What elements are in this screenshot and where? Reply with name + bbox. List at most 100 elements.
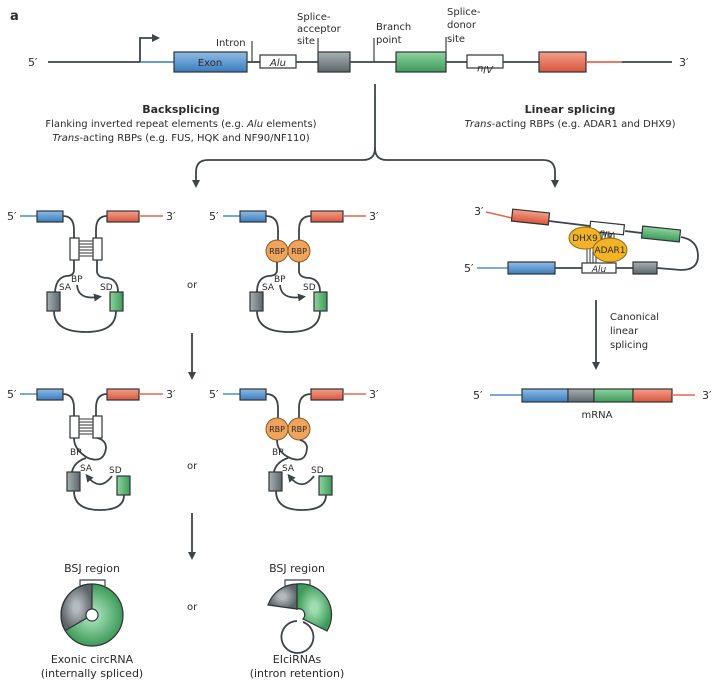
mrna-green-exon [593,388,634,403]
exon-grey [317,51,351,73]
hp4-5prime: 5′ [209,388,219,401]
hp2-green-exon [313,291,328,312]
backsplicing-line2: Trans-acting RBPs (e.g. FUS, HQK and NF9… [52,133,309,144]
hp4-red-exon [310,388,344,401]
exonic-circrna-label-1: Exonic circRNA [51,653,134,666]
linear-branch-arrow [374,147,559,188]
eicirna-green-segment [296,583,333,632]
hp3-green-exon [116,475,131,496]
hp4-grey-exon [268,471,283,492]
mrna-3prime: 3′ [702,389,712,402]
hp3-alu-right [92,415,103,439]
hp1-alu-right [92,237,103,261]
exonic-circrna-label-2: (internally spliced) [41,667,143,680]
hp4-sa-label: SA [282,464,295,474]
lin-alu-label: Alu [591,265,607,275]
hp1-splice-arrow [76,284,102,302]
hp1-alu-left [69,237,80,261]
hp1-3prime: 3′ [166,210,176,223]
panel-label: a [10,9,19,24]
branch-point-label-2: point [376,35,402,46]
eicirna-grey-segment [267,583,298,610]
hp2-red-exon [310,210,344,223]
lin-3prime: 3′ [474,205,484,218]
canonical-label-2: linear [610,326,639,337]
hp3-alu-left [69,415,80,439]
hp2-5prime: 5′ [209,210,219,223]
linear-splicing-line1: Trans-acting RBPs (e.g. ADAR1 and DHX9) [465,119,676,130]
exon-label: Exon [198,58,222,69]
hp3-3prime: 3′ [166,388,176,401]
splice-donor-label-2: donor [447,20,477,31]
bsj-region-label-1: BSJ region [64,562,120,575]
tss-arrow-icon [139,34,160,62]
adar1-label: ADAR1 [594,246,625,256]
adar1-protein [592,237,628,263]
lin-5prime: 5′ [464,262,474,275]
eicirna-label-1: EIciRNAs [273,653,322,666]
splice-acceptor-label-2: acceptor [297,24,342,35]
splice-acceptor-label-1: Splice- [297,12,331,23]
hp2-sa-label: SA [262,283,275,293]
lin-green-exon [640,225,682,243]
hp2-rbp-left-label: RBP [269,247,285,256]
hp3-red-exon [106,388,140,401]
alu-label: Alu [269,58,286,69]
lin-blue-exon [507,261,556,275]
hp1-sa-label: SA [59,283,72,293]
bsj-region-label-2: BSJ region [269,562,325,575]
hp2-blue-exon [239,210,267,223]
hp3-blue-exon [36,388,64,401]
hp1-blue-exon [36,210,64,223]
alu-hairpin-post: 5′ 3′ BP SA SD [7,388,176,511]
eicirna-intron-loop [280,620,315,654]
splice-donor-label-1: Splice- [447,7,481,18]
hp3-bp-label: BP [70,448,82,458]
gene-3prime-label: 3′ [679,56,689,69]
hp4-rbp-left-label: RBP [269,425,285,434]
bsj-bracket-1 [79,579,106,586]
lin-grey-exon [632,261,658,275]
hp2-bp-label: BP [274,275,286,285]
canonical-label-3: splicing [610,340,648,351]
mrna-label: mRNA [581,410,612,421]
linear-splicing-heading: Linear splicing Trans-acting RBPs (e.g. … [465,103,676,130]
hp1-grey-exon [46,291,61,312]
rbp-hairpin-post: 5′ 3′ RBP RBP BP SA SD [209,388,379,511]
rbp-hairpin-pre: 5′ 3′ RBP RBP BP SA SD [209,210,379,333]
canonical-label-1: Canonical [610,312,659,323]
alu-inverted-label: Alu [477,63,494,74]
intron-label: Intron [216,38,246,49]
backsplicing-heading: Backsplicing Flanking inverted repeat el… [45,103,316,144]
backsplicing-title: Backsplicing [142,103,220,116]
hp2-3prime: 3′ [369,210,379,223]
hp4-rbp-right-label: RBP [291,425,307,434]
lin-alu-inverted-label: Alu [599,227,616,239]
hp1-red-exon [106,210,140,223]
dhx9-protein [568,226,602,250]
exon-red [538,51,587,73]
or-label-1: or [187,280,198,291]
or-label-3: or [187,602,198,613]
eicirna-label-2: (intron retention) [250,667,345,680]
hp4-green-exon [318,475,333,496]
dhx9-label: DHX9 [572,234,598,244]
splice-donor-label-3: site [447,34,465,45]
hp1-sd-label: SD [100,283,113,293]
branch-point-label-1: Branch [376,22,411,33]
circrna-center-hole [85,608,99,622]
hp1-bp-label: BP [71,275,83,285]
hp3-sd-label: SD [109,466,122,476]
mrna-red-exon [632,388,673,403]
lin-red-exon [510,208,551,226]
circrna-grey-segment [60,583,93,632]
mrna-blue-exon [521,388,569,403]
or-label-2: or [187,461,198,472]
mrna-5prime: 5′ [473,389,483,402]
alu-hairpin-pre: 5′ 3′ BP SA SD [7,210,176,333]
backsplicing-branch-arrow [192,84,376,188]
mrna-grey-exon [567,388,595,403]
hp4-splice-arrow [287,473,315,486]
hp4-sd-label: SD [311,466,324,476]
backsplicing-line1: Flanking inverted repeat elements (e.g. … [45,119,316,130]
